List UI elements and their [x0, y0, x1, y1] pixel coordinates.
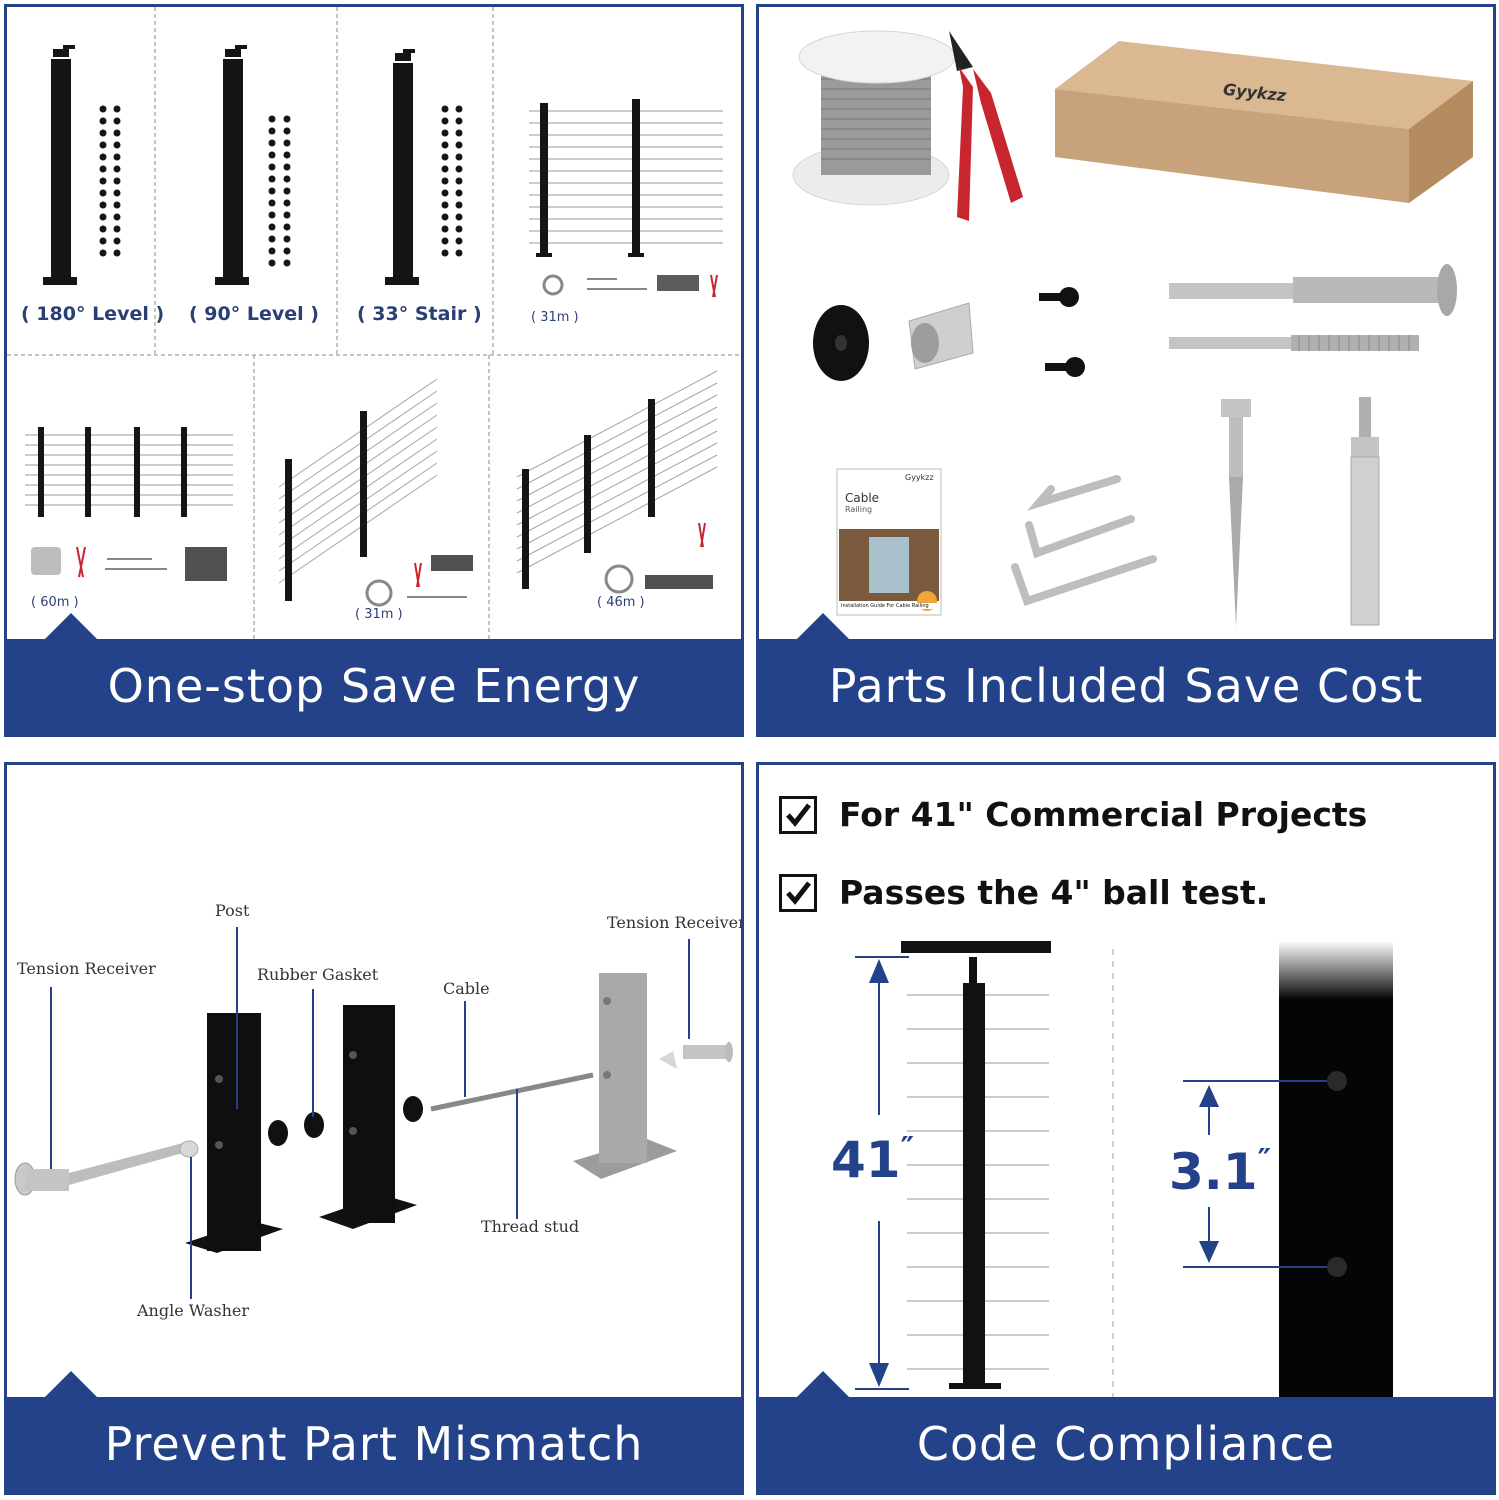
height-dimension-label: 41″	[831, 1131, 914, 1189]
manual-booklet	[836, 468, 942, 616]
checkbox-icon	[779, 795, 817, 834]
rubber-gasket	[813, 305, 869, 381]
compliance-post	[963, 983, 985, 1387]
gasket-2	[304, 1112, 324, 1138]
inch-mark: ″	[1257, 1143, 1271, 1178]
banner-notch	[45, 1371, 97, 1397]
kit-stair-two-posts	[278, 378, 473, 607]
callout-angle-washer: Angle Washer	[137, 1301, 249, 1320]
product-box	[1055, 41, 1473, 203]
cable-part	[430, 1072, 594, 1112]
angle-washer	[908, 302, 974, 370]
post-second	[319, 1005, 417, 1229]
check-text-ball-test: Passes the 4" ball test.	[839, 873, 1269, 912]
kit-four-posts	[25, 427, 233, 581]
post-33-stair	[385, 49, 419, 285]
callout-thread-stud: Thread stud	[481, 1217, 580, 1236]
spacing-dimension-label: 3.1″	[1169, 1143, 1271, 1201]
anchor-bolt	[1350, 397, 1380, 626]
banner-code-compliance: Code Compliance	[759, 1397, 1493, 1492]
height-value: 41	[831, 1131, 901, 1189]
lag-screw	[1221, 399, 1251, 627]
callout-post: Post	[215, 901, 250, 920]
post-90-level	[215, 45, 249, 285]
inch-mark: ″	[900, 1131, 914, 1166]
left-tension-receiver	[14, 1143, 183, 1196]
parts-illustrations	[792, 30, 1473, 627]
part-mismatch-panel: Post Tension Receiver Tension Receiver R…	[4, 762, 744, 1495]
callout-tension-receiver-left: Tension Receiver	[17, 959, 156, 978]
check-text-commercial: For 41" Commercial Projects	[839, 795, 1368, 834]
check-row-ball-test: Passes the 4" ball test.	[779, 873, 1268, 912]
manual-brand: Gyykzz	[905, 473, 934, 482]
label-60m: ( 60m )	[31, 595, 79, 610]
right-angle-washer	[659, 1051, 677, 1069]
spacing-value: 3.1	[1169, 1143, 1258, 1201]
banner-notch	[797, 613, 849, 639]
kit-two-posts	[529, 99, 723, 298]
one-stop-panel: ( 180° Level ) ( 90° Level ) ( 33° Stair…	[4, 4, 744, 737]
callout-cable: Cable	[443, 979, 490, 998]
banner-parts-included: Parts Included Save Cost	[759, 639, 1493, 734]
checkbox-icon	[779, 873, 817, 912]
cable-cutter	[949, 31, 1023, 221]
label-31m: ( 31m )	[355, 607, 403, 622]
label-31m-top: ( 31m )	[531, 310, 579, 325]
label-46m: ( 46m )	[597, 595, 645, 610]
post-first	[185, 1013, 283, 1253]
banner-notch	[797, 1371, 849, 1397]
thread-stud	[1169, 335, 1419, 351]
label-180-level: ( 180° Level )	[21, 303, 165, 325]
angle-washer-part	[179, 1140, 199, 1158]
post-kit-illustrations	[7, 7, 741, 647]
dimension-diagram	[855, 941, 1393, 1405]
banner-one-stop: One-stop Save Energy	[7, 639, 741, 734]
callout-rubber-gasket: Rubber Gasket	[257, 965, 379, 984]
label-90-level: ( 90° Level )	[189, 303, 319, 325]
cap-rows-33	[441, 105, 463, 257]
gasket-3	[403, 1096, 423, 1122]
closeup-post	[1279, 1001, 1393, 1405]
cable-spool	[792, 30, 956, 206]
parts-included-panel: Gyykzz Gyykzz Cable Railing Installation…	[756, 4, 1496, 737]
banner-notch	[45, 613, 97, 639]
callout-tension-receiver-right: Tension Receiver	[607, 913, 744, 932]
kit-stair-three-posts	[516, 370, 718, 594]
manual-title: Cable	[845, 491, 880, 505]
exploded-assembly-diagram	[14, 927, 733, 1299]
hex-keys	[1011, 475, 1157, 607]
code-compliance-panel: For 41" Commercial Projects Passes the 4…	[756, 762, 1496, 1495]
post-gray	[573, 973, 677, 1179]
post-180-level	[43, 45, 77, 285]
right-tension-receiver	[683, 1045, 727, 1059]
manual-footer: Installation Guide For Cable Railing	[841, 603, 937, 609]
check-row-commercial: For 41" Commercial Projects	[779, 795, 1367, 834]
tension-receiver	[1169, 264, 1457, 316]
manual-subtitle: Railing	[845, 505, 873, 514]
label-33-stair: ( 33° Stair )	[357, 303, 482, 325]
banner-prevent-mismatch: Prevent Part Mismatch	[7, 1397, 741, 1492]
gasket-1	[268, 1120, 288, 1146]
screws	[1039, 287, 1085, 377]
cap-rows-90	[268, 115, 291, 267]
cap-rows-180	[99, 105, 121, 257]
